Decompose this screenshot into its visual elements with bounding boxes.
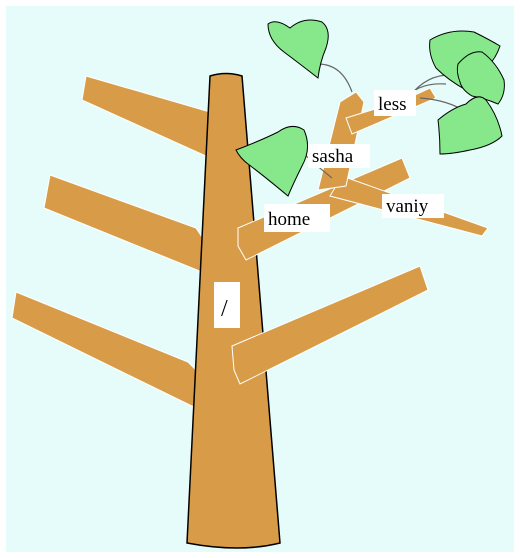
vaniy-label: vaniy xyxy=(386,196,429,217)
sasha-label: sasha xyxy=(312,146,354,167)
root-label: / xyxy=(221,296,228,322)
home-label: home xyxy=(268,209,310,230)
less-label: less xyxy=(378,94,407,115)
